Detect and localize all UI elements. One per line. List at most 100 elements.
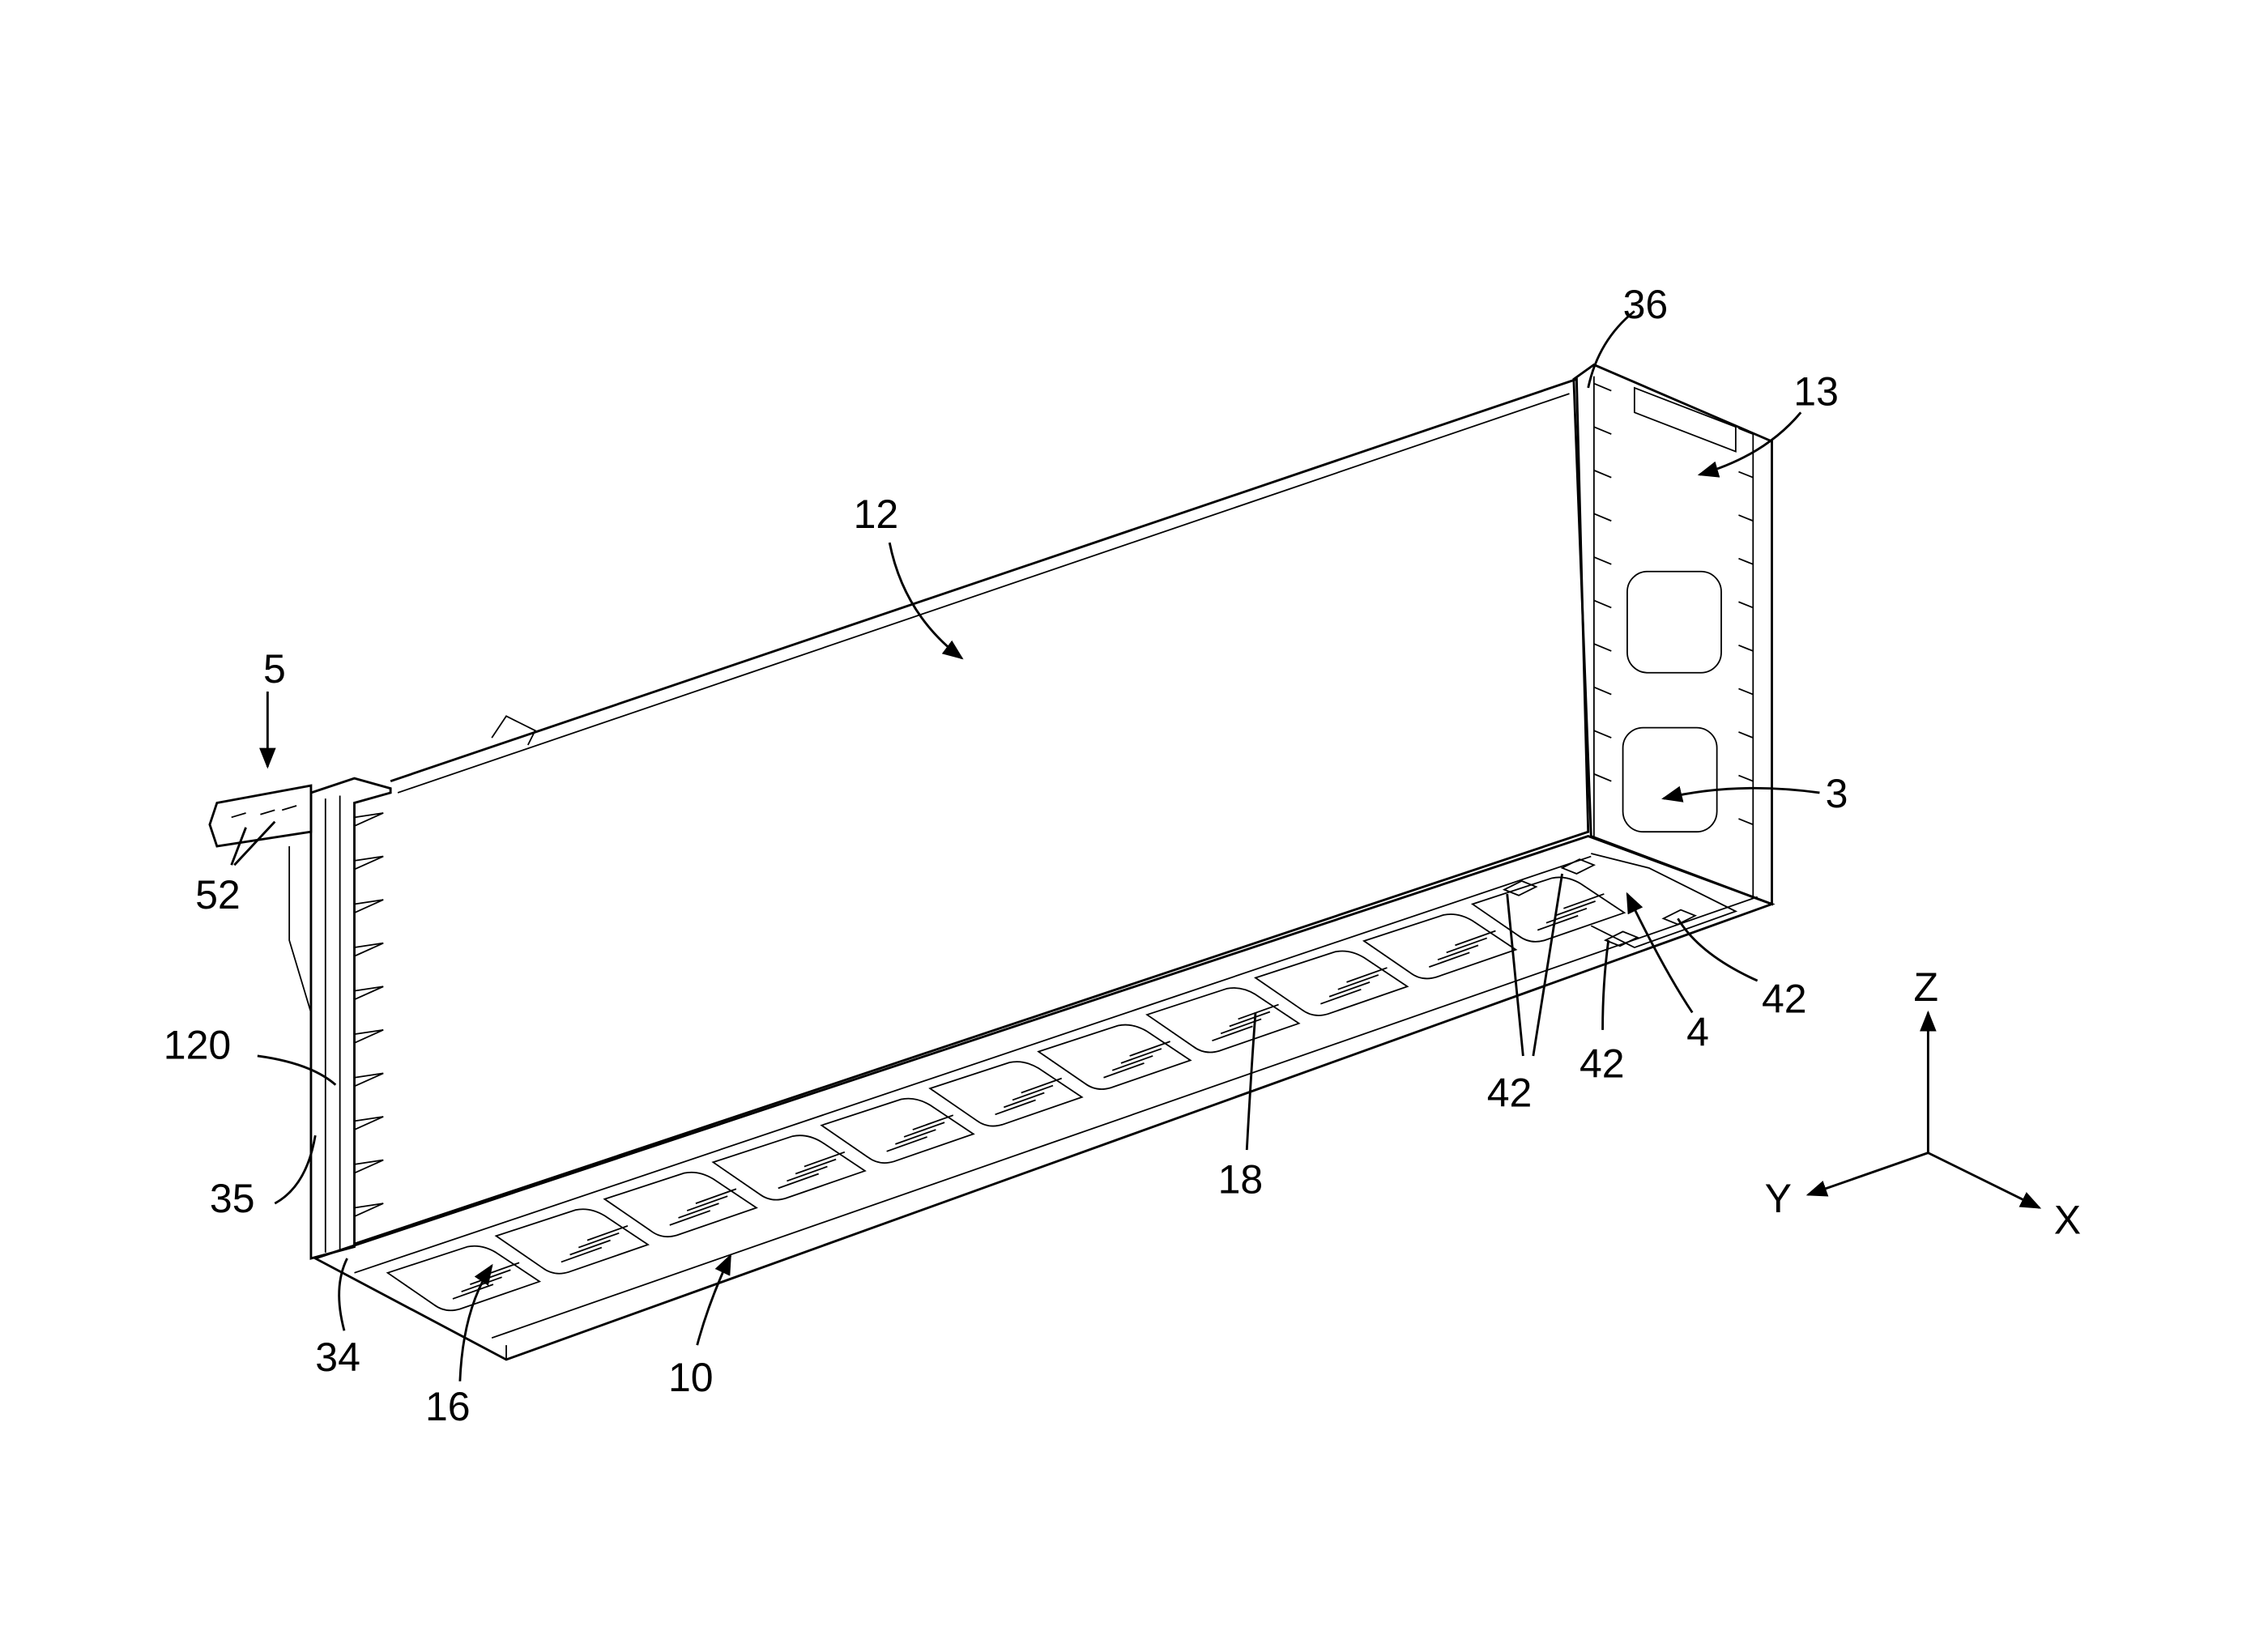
tray-cell [1145, 987, 1301, 1054]
cell-rib [912, 1114, 954, 1130]
leader-lines [230, 310, 1820, 1381]
right-end-wall-13 [1572, 363, 1773, 906]
tray-cell [711, 1135, 867, 1201]
numeral-34: 34 [315, 1335, 360, 1380]
tray-cell [928, 1061, 1084, 1127]
cell-rib [1012, 1084, 1054, 1101]
axis-label-y: Y [1765, 1176, 1792, 1221]
cell-rib [804, 1151, 846, 1168]
fin [354, 899, 384, 913]
tray-cell [1254, 950, 1409, 1016]
fin [354, 812, 384, 827]
fin [354, 1159, 384, 1174]
fin [354, 1072, 384, 1088]
cell-rib [695, 1188, 737, 1204]
cell-rib [1229, 1011, 1271, 1028]
cell-rib [678, 1203, 719, 1219]
rib [1593, 556, 1754, 609]
numeral-42-left: 42 [1487, 1070, 1533, 1115]
cell-rib [1455, 930, 1496, 947]
numeral-12: 12 [854, 492, 899, 537]
cell-rib [886, 1136, 927, 1152]
tray-cell [494, 1208, 650, 1275]
rib [1593, 686, 1754, 739]
cell-rib [1337, 974, 1379, 990]
cell-rib [452, 1284, 494, 1300]
cell-rib [586, 1224, 629, 1241]
tray-cell [386, 1245, 542, 1312]
numeral-18: 18 [1218, 1157, 1264, 1203]
rib [1593, 513, 1754, 565]
left-end-post [309, 777, 392, 1260]
fin [354, 1028, 384, 1044]
rib [1593, 599, 1754, 652]
tray-cell [1037, 1024, 1192, 1090]
rib [1593, 773, 1754, 826]
cell-rib [1003, 1092, 1045, 1109]
tray-cell [1470, 876, 1626, 943]
cell-rib [1446, 937, 1488, 954]
cell-rib [1021, 1077, 1063, 1094]
bottom-tray-10 [312, 835, 1776, 1361]
cell-rib [903, 1122, 945, 1138]
fin [354, 1116, 384, 1130]
tray-cell [603, 1171, 758, 1238]
rib [1593, 426, 1754, 479]
cell-rib [470, 1269, 511, 1285]
cell-rib [1120, 1048, 1162, 1064]
cell-rib [578, 1232, 620, 1249]
cell-rib [1111, 1055, 1153, 1071]
axis-label-z: Z [1914, 964, 1939, 1010]
cell-rib [1320, 988, 1362, 1005]
cell-rib [569, 1239, 611, 1256]
cell-rib [669, 1210, 711, 1226]
cell-rib [778, 1173, 820, 1190]
cell-rib [1554, 900, 1596, 917]
numeral-42-middle: 42 [1580, 1041, 1625, 1087]
rib [1593, 469, 1754, 522]
cell-rib [1212, 1025, 1253, 1042]
numeral-36: 36 [1623, 282, 1669, 327]
corner-module-4 [1502, 853, 1738, 949]
fin [354, 855, 384, 871]
cell-rib [686, 1195, 728, 1211]
cell-rib [995, 1099, 1036, 1116]
fin [354, 986, 384, 1001]
numeral-5: 5 [263, 646, 286, 692]
fin [354, 1203, 384, 1217]
rib [1593, 643, 1754, 696]
cell-rib [1563, 893, 1605, 909]
cell-rib [1129, 1041, 1170, 1057]
cell-rib [895, 1129, 936, 1145]
numeral-52: 52 [195, 872, 241, 917]
numeral-13: 13 [1793, 368, 1839, 414]
numeral-10: 10 [668, 1355, 714, 1400]
cell-rib [1238, 1003, 1279, 1020]
numeral-4: 4 [1686, 1009, 1709, 1054]
axis-label-x: X [2054, 1198, 2081, 1243]
cell-rib [1328, 981, 1371, 998]
cell-rib [795, 1158, 837, 1175]
back-wall-12 [354, 377, 1590, 1245]
tray-cell [820, 1097, 975, 1164]
numeral-35: 35 [210, 1176, 255, 1221]
cell-rib [1103, 1062, 1145, 1079]
rib [1593, 382, 1754, 435]
tray-cell [1362, 913, 1518, 980]
fin [354, 942, 384, 957]
cell-rib [1437, 944, 1479, 961]
numeral-3: 3 [1826, 771, 1848, 816]
numeral-120: 120 [164, 1023, 231, 1068]
numeral-42-right: 42 [1762, 976, 1807, 1021]
cell-rib [1545, 907, 1588, 924]
bracket-5 [208, 784, 313, 1013]
rib [1593, 730, 1754, 782]
cell-rib [1537, 914, 1579, 931]
reference-numerals: 36 13 12 5 3 52 120 35 34 16 10 18 4 42 … [164, 282, 1848, 1429]
cell-rib [1346, 967, 1388, 983]
numeral-16: 16 [425, 1384, 471, 1429]
cell-rib [787, 1165, 828, 1182]
axis-triad: Z Y X [1765, 964, 2082, 1242]
cell-rib [561, 1246, 603, 1263]
